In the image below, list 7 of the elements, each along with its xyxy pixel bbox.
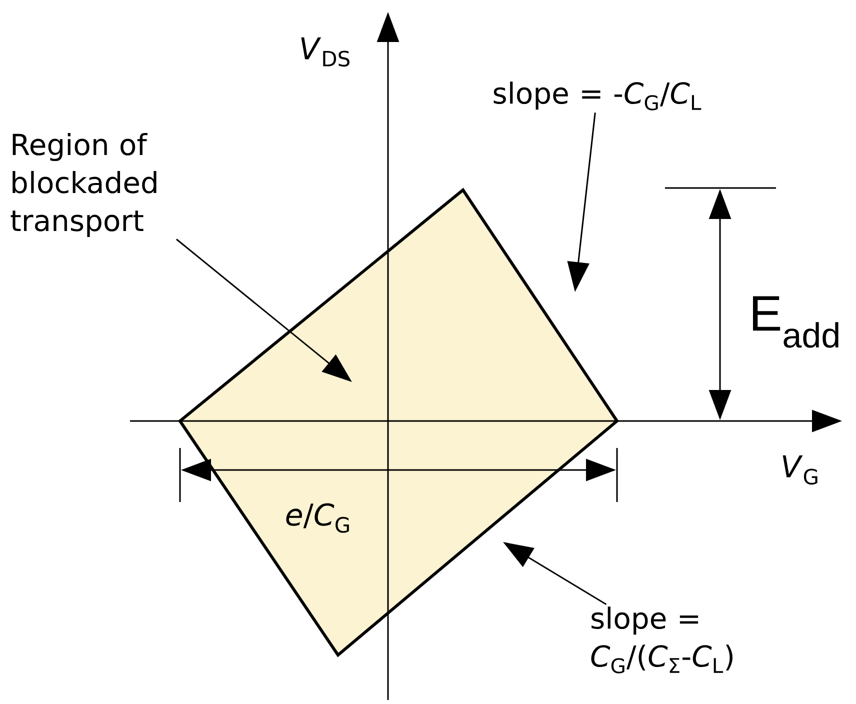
callout-text: slope = C$_{G}$/(C$_{Σ}$-C$_{L}$) [591, 606, 732, 674]
callout-text: slope = -C$_{G}$/C$_{L}$ [494, 82, 702, 110]
dimension-label: e/C$_{G}$ [286, 503, 349, 533]
energy-label: E$_{add}$ [753, 296, 838, 348]
axis-label: V$_{G}$ [782, 455, 818, 485]
axis-label: V$_{DS}$ [301, 37, 350, 67]
callout-text: Region of blockaded transport [10, 132, 156, 238]
